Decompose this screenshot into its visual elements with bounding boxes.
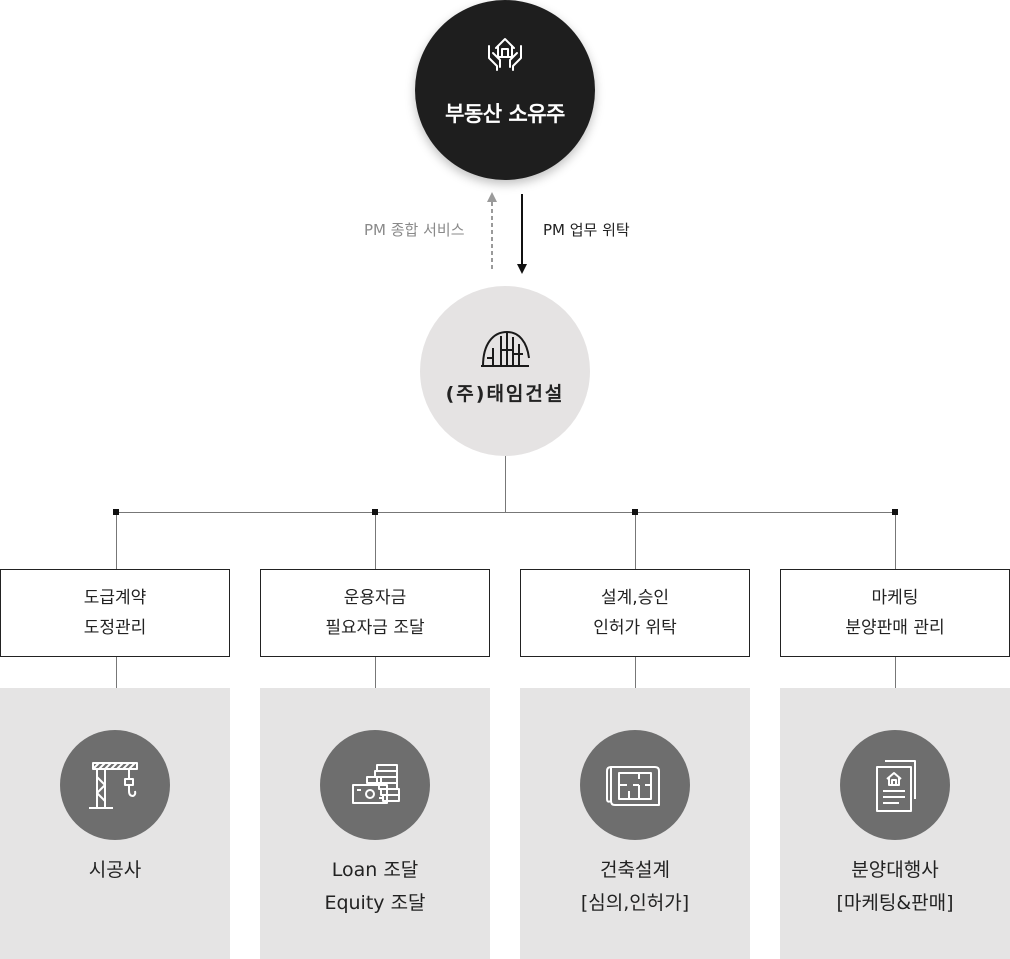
partner-line-2: [심의,인허가]: [580, 892, 690, 914]
task-line-2: 분양판매 관리: [845, 618, 945, 638]
partner-line-1: 분양대행사: [851, 859, 939, 881]
branch-drop-line: [635, 515, 636, 569]
branch-node: [892, 509, 898, 515]
panel-icon-circle: [840, 730, 950, 840]
company-name: (주)태임건설: [445, 383, 565, 405]
task-line-1: 도급계약: [83, 588, 147, 608]
task-line-1: 운용자금: [343, 588, 407, 608]
branch-node: [632, 509, 638, 515]
partner-line-2: Equity 조달: [324, 892, 426, 914]
branch-drop-line: [375, 515, 376, 569]
service-label: PM 종합 서비스: [364, 221, 465, 239]
building-logo-icon: [481, 330, 530, 367]
task-box-design: 설계,승인 인허가 위탁: [520, 569, 750, 657]
box-drop-line: [895, 657, 896, 688]
task-box-finance: 운용자금 필요자금 조달: [260, 569, 490, 657]
task-box-marketing: 마케팅 분양판매 관리: [780, 569, 1010, 657]
partner-line-1: 건축설계: [600, 859, 670, 881]
branch-node: [372, 509, 378, 515]
partner-panel-finance: Loan 조달 Equity 조달: [260, 688, 490, 959]
partner-line-2: [마케팅&판매]: [836, 892, 954, 914]
task-line-1: 마케팅: [871, 588, 919, 608]
service-arrow: [486, 192, 498, 276]
box-drop-line: [375, 657, 376, 688]
partner-text: 시공사: [0, 854, 230, 887]
delegation-arrow: [516, 194, 528, 280]
partner-text: 건축설계 [심의,인허가]: [520, 854, 750, 920]
branch-line: [116, 512, 896, 513]
hands-house-icon: [488, 38, 522, 71]
panel-icon-circle: [580, 730, 690, 840]
task-line-2: 도정관리: [83, 618, 147, 638]
company-node: (주)태임건설: [420, 286, 590, 456]
crane-icon: [89, 762, 138, 809]
partner-line-1: 시공사: [88, 859, 142, 881]
partner-panel-sales-agency: 분양대행사 [마케팅&판매]: [780, 688, 1010, 959]
sales-document-icon: [876, 760, 916, 812]
delegation-label: PM 업무 위탁: [543, 221, 630, 239]
blueprint-icon: [606, 766, 660, 806]
partner-panel-contractor: 시공사: [0, 688, 230, 959]
branch-drop-line: [895, 515, 896, 569]
owner-node: 부동산 소유주: [415, 0, 595, 180]
box-drop-line: [116, 657, 117, 688]
partner-text: 분양대행사 [마케팅&판매]: [780, 854, 1010, 920]
task-line-2: 인허가 위탁: [593, 618, 677, 638]
box-drop-line: [635, 657, 636, 688]
panel-icon-circle: [60, 730, 170, 840]
panel-icon-circle: [320, 730, 430, 840]
branch-node: [113, 509, 119, 515]
partner-panel-architect: 건축설계 [심의,인허가]: [520, 688, 750, 959]
task-line-1: 설계,승인: [601, 588, 669, 608]
money-stack-icon: [352, 764, 400, 804]
branch-drop-line: [116, 515, 117, 569]
partner-text: Loan 조달 Equity 조달: [260, 854, 490, 920]
task-line-2: 필요자금 조달: [325, 618, 425, 638]
owner-title: 부동산 소유주: [445, 102, 565, 126]
partner-line-1: Loan 조달: [331, 859, 419, 881]
trunk-line: [505, 456, 506, 512]
task-box-construction: 도급계약 도정관리: [0, 569, 230, 657]
